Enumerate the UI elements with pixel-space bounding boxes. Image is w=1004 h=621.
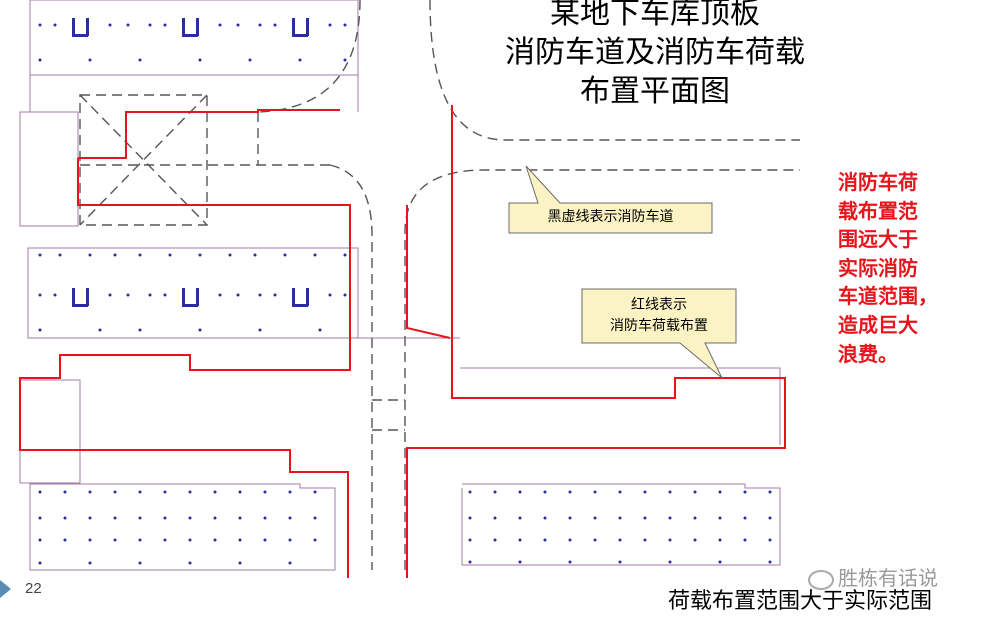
callout-dashed-text: 黑虚线表示消防车道 (547, 209, 674, 225)
red-note-line: 车道范围， (838, 284, 938, 309)
page-number: 22 (25, 580, 42, 597)
red-annotation-note: 消防车荷 载布置范 围远大于 实际消防 车道范围， 造成巨大 浪费。 (838, 168, 950, 368)
watermark: 胜栋有话说 (808, 562, 938, 591)
title-line-2: 消防车道及消防车荷载 (505, 35, 805, 70)
building-middle (38, 253, 347, 332)
building-bottom-left (38, 490, 317, 565)
building-bottom-right (468, 490, 772, 564)
red-note-line: 浪费。 (838, 341, 898, 366)
callout-red-text: 红线表示 消防车荷载布置 (582, 295, 736, 337)
site-outlines (19, 0, 781, 571)
red-note-line: 载布置范 (838, 198, 918, 223)
callout-red-line-1: 红线表示 (631, 297, 687, 313)
callout-dashed-bubble (508, 165, 713, 234)
wechat-icon (808, 569, 834, 590)
title-line-3: 布置平面图 (580, 74, 730, 109)
callout-red-bubble (581, 288, 737, 379)
building-top (38, 18, 347, 62)
bottom-caption: 荷载布置范围大于实际范围 (668, 589, 933, 614)
red-note-line: 造成巨大 (838, 312, 918, 337)
slide-nav-arrow-icon[interactable] (0, 580, 11, 598)
red-load-boundary (19, 105, 786, 578)
red-note-line: 实际消防 (838, 255, 918, 280)
drawing-title: 某地下车库顶板 消防车道及消防车荷载 布置平面图 (470, 0, 840, 111)
watermark-text: 胜栋有话说 (838, 566, 938, 590)
red-note-line: 消防车荷 (838, 170, 918, 194)
title-line-1: 某地下车库顶板 (550, 0, 760, 31)
callout-red-line-2: 消防车荷载布置 (610, 318, 708, 334)
red-note-line: 围远大于 (838, 227, 918, 252)
